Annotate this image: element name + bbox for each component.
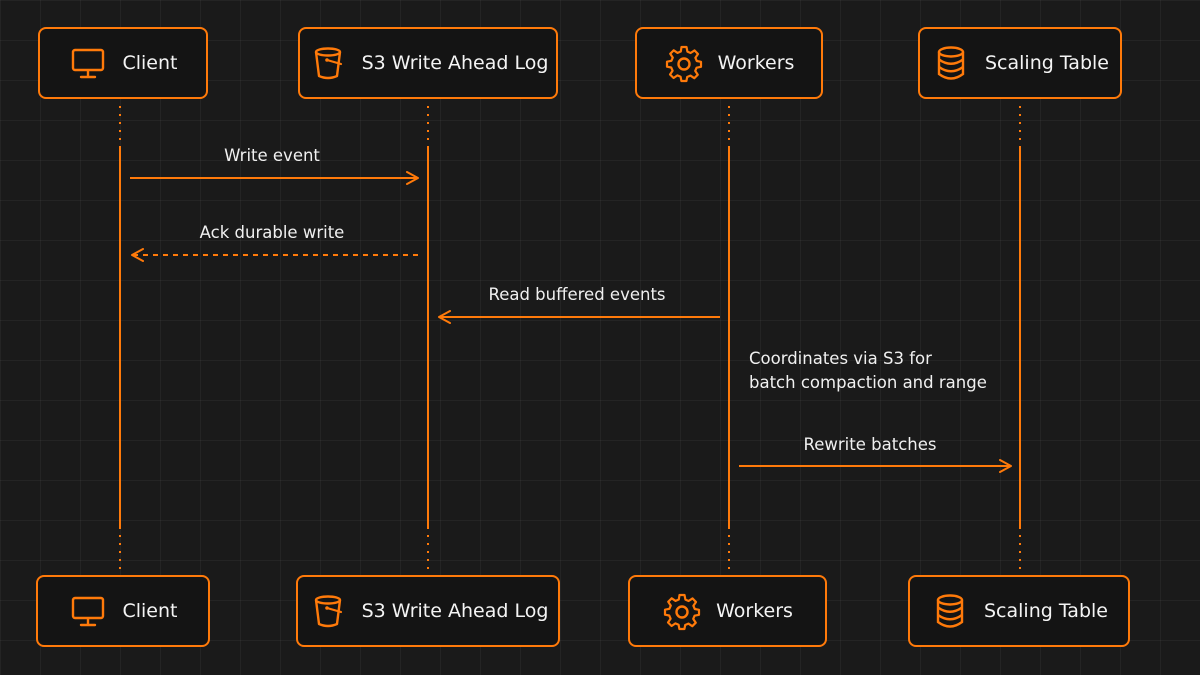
participant-label: S3 Write Ahead Log [361, 600, 549, 622]
message-label-write-event: Write event [224, 146, 320, 165]
participant-label: S3 Write Ahead Log [361, 52, 549, 74]
database-icon [936, 594, 964, 628]
participant-label: Scaling Table [984, 600, 1108, 622]
note-line-2: batch compaction and range [749, 373, 987, 392]
participant-workers-bottom: Workers [628, 575, 827, 647]
monitor-icon [72, 596, 105, 627]
message-label-rewrite-batches: Rewrite batches [803, 435, 937, 454]
participant-label: Workers [717, 52, 795, 74]
participant-label: Client [122, 52, 178, 74]
bucket-icon [314, 47, 342, 80]
message-label-ack-durable-write: Ack durable write [199, 223, 345, 242]
participant-client-bottom: Client [36, 575, 210, 647]
participant-scaling-top: Scaling Table [918, 27, 1122, 99]
participant-label: Client [122, 600, 178, 622]
participant-workers-top: Workers [635, 27, 823, 99]
note-line-1: Coordinates via S3 for [749, 349, 932, 368]
database-icon [937, 46, 965, 80]
bucket-icon [314, 595, 342, 628]
workers-note: Coordinates via S3 for batch compaction … [749, 347, 987, 395]
message-label-read-buffered-events: Read buffered events [488, 285, 666, 304]
participant-wal-top: S3 Write Ahead Log [298, 27, 558, 99]
monitor-icon [72, 48, 105, 79]
gear-icon [663, 593, 701, 631]
participant-scaling-bottom: Scaling Table [908, 575, 1130, 647]
participant-wal-bottom: S3 Write Ahead Log [296, 575, 560, 647]
participant-client-top: Client [38, 27, 208, 99]
gear-icon [665, 45, 702, 83]
participant-label: Scaling Table [985, 52, 1109, 74]
participant-label: Workers [716, 600, 793, 622]
